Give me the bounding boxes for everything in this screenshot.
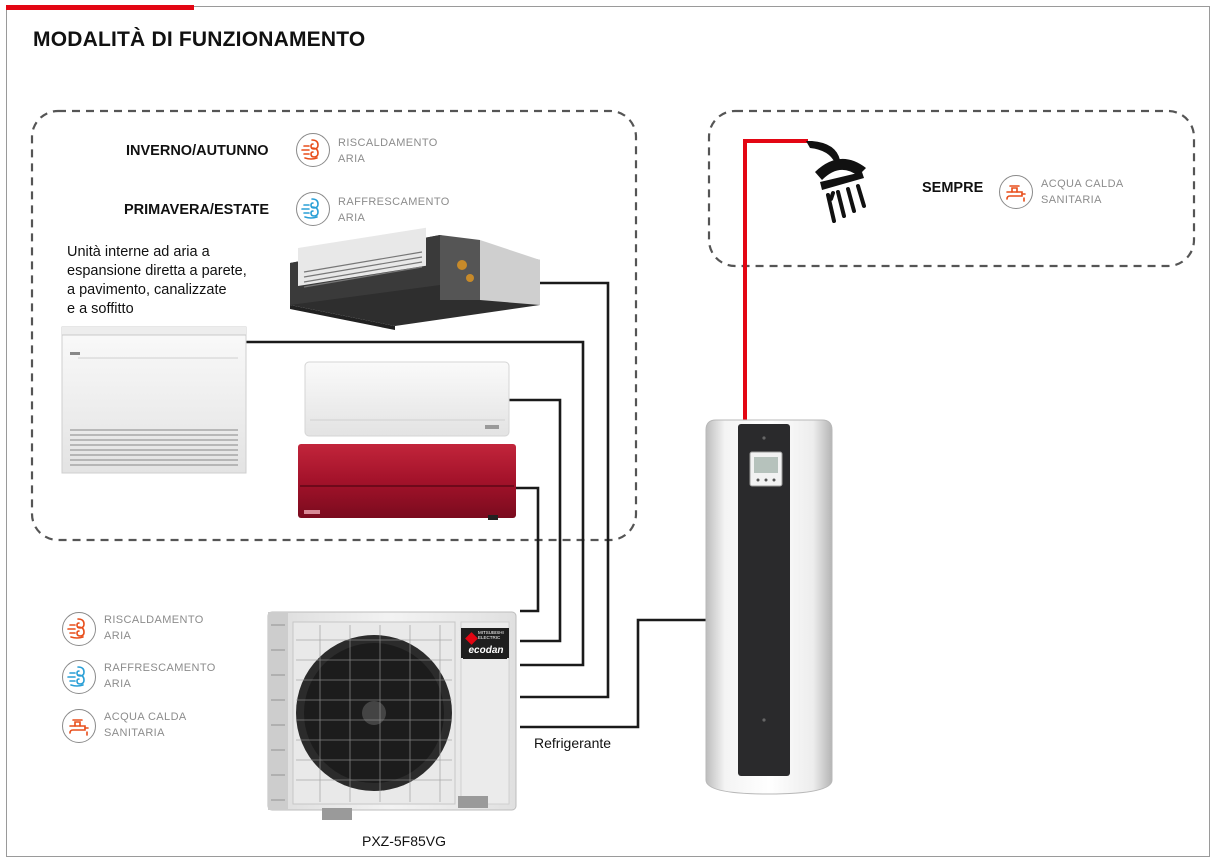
outdoor-model-label: PXZ-5F85VG	[362, 833, 447, 849]
outdoor-hot-water-text: ACQUA CALDA SANITARIA	[104, 709, 187, 741]
outdoor-heating-line1: RISCALDAMENTO	[104, 614, 204, 626]
season-label-summer: PRIMAVERA/ESTATE	[124, 202, 270, 218]
pipe-ducted	[520, 281, 610, 699]
winter-mode-text: RISCALDAMENTO ARIA	[338, 135, 438, 167]
summer-mode-line2: ARIA	[338, 212, 366, 224]
cooling-icon	[301, 198, 319, 219]
hot-water-pipe	[743, 139, 808, 420]
outdoor-hot-water-badge	[62, 709, 96, 743]
outdoor-hot-water-line2: SANITARIA	[104, 727, 165, 739]
outdoor-cooling-text: RAFFRESCAMENTO ARIA	[104, 660, 216, 692]
summer-mode-line1: RAFFRESCAMENTO	[338, 196, 450, 208]
season-label-winter: INVERNO/AUTUNNO	[126, 143, 269, 159]
season-label-always: SEMPRE	[922, 180, 984, 196]
hot-water-zone-border	[707, 109, 1196, 268]
brand-line1: MITSUBISHI	[478, 630, 504, 635]
outdoor-heating-badge	[62, 612, 96, 646]
always-mode-text: ACQUA CALDA SANITARIA	[1041, 176, 1124, 208]
cooling-mode-badge	[296, 192, 330, 226]
hot-water-tank	[705, 419, 833, 795]
page-title: MODALITÀ DI FUNZIONAMENTO	[33, 28, 366, 51]
outdoor-hot-water-line1: ACQUA CALDA	[104, 711, 187, 723]
pipe-floor	[246, 340, 585, 667]
hot-water-mode-badge	[999, 175, 1033, 209]
always-mode-line2: SANITARIA	[1041, 194, 1102, 206]
pipe-tank	[520, 618, 706, 729]
diagram-frame	[6, 6, 1210, 857]
wall-unit-white	[304, 361, 510, 437]
winter-mode-line2: ARIA	[338, 153, 366, 165]
indoor-units-note: Unità interne ad aria a espansione diret…	[67, 243, 247, 319]
indoor-note-line4: e a soffitto	[67, 301, 134, 317]
hot-water-icon	[1006, 185, 1026, 202]
outdoor-heating-line2: ARIA	[104, 630, 132, 642]
outdoor-cooling-badge	[62, 660, 96, 694]
accent-bar	[6, 5, 194, 10]
pipe-wall-red	[516, 486, 540, 613]
indoor-note-line2: espansione diretta a parete,	[67, 263, 247, 279]
floor-indoor-unit	[61, 326, 247, 474]
refrigerant-pipes	[246, 281, 706, 729]
wall-unit-red	[298, 444, 516, 520]
hot-water-icon	[69, 719, 89, 736]
heating-icon	[67, 618, 85, 639]
winter-mode-line1: RISCALDAMENTO	[338, 137, 438, 149]
outdoor-heating-text: RISCALDAMENTO ARIA	[104, 612, 204, 644]
always-mode-line1: ACQUA CALDA	[1041, 178, 1124, 190]
ducted-indoor-unit	[290, 227, 540, 330]
summer-mode-text: RAFFRESCAMENTO ARIA	[338, 194, 450, 226]
heating-icon	[301, 139, 319, 160]
refrigerant-label: Refrigerante	[534, 735, 612, 751]
indoor-note-line3: a pavimento, canalizzate	[67, 282, 227, 298]
pipe-wall-white	[509, 398, 562, 643]
outdoor-unit	[267, 611, 517, 820]
heating-mode-badge	[296, 133, 330, 167]
brand-line2: ELECTRIC	[478, 635, 501, 640]
indoor-note-line1: Unità interne ad aria a	[67, 244, 210, 260]
outdoor-cooling-line2: ARIA	[104, 678, 132, 690]
brand-product: ecodan	[468, 645, 504, 656]
brand-plate: MITSUBISHI ELECTRIC	[478, 630, 509, 640]
outdoor-cooling-line1: RAFFRESCAMENTO	[104, 662, 216, 674]
cooling-icon	[67, 666, 85, 687]
shower-icon	[806, 141, 866, 223]
